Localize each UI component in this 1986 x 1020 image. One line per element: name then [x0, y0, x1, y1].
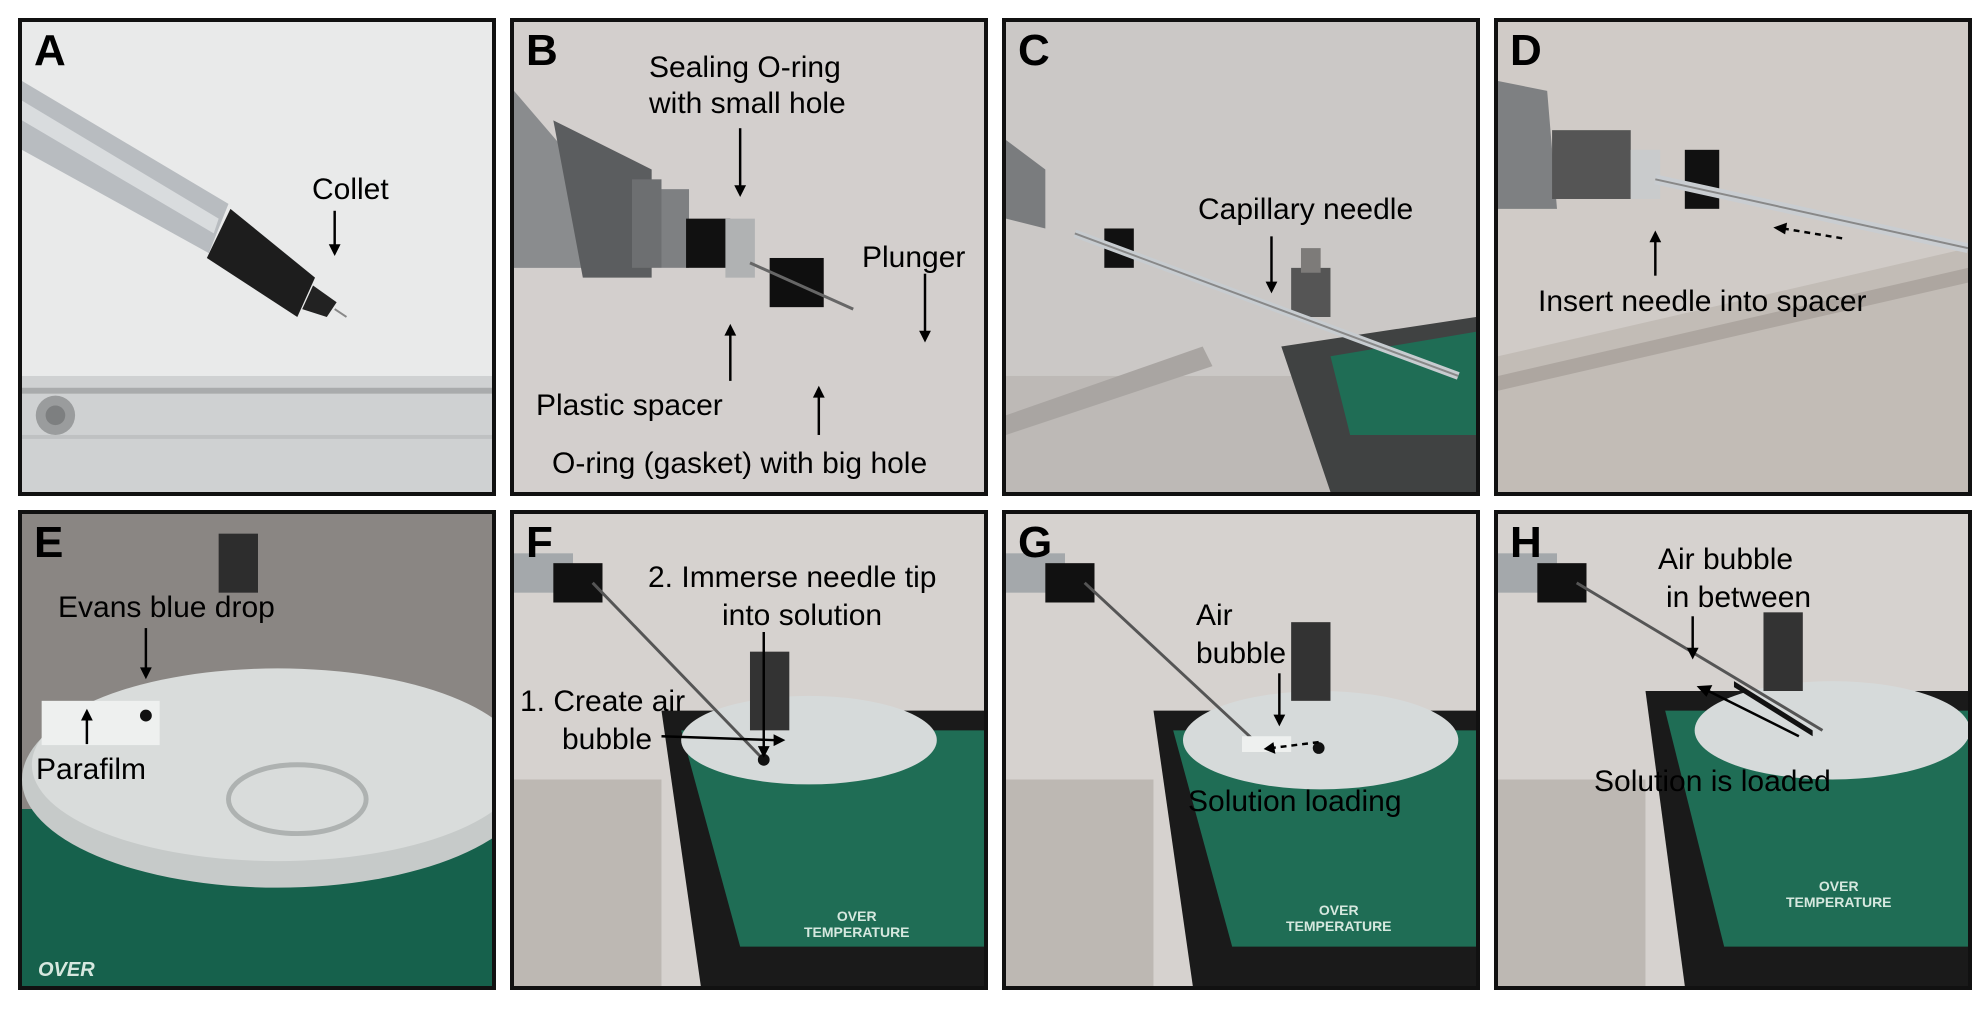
photo-needle-assembly	[514, 22, 984, 492]
label-sealing-o-ring-1: Sealing O-ring	[649, 51, 841, 84]
panel-letter: F	[526, 518, 553, 567]
stamp-over-temperature: OVER TEMPERATURE	[1786, 878, 1892, 910]
label-plastic-spacer: Plastic spacer	[536, 389, 723, 422]
stamp-over-temperature: OVER TEMPERATURE	[804, 908, 910, 940]
label-in-between: in between	[1666, 581, 1812, 614]
label-create-air-1: 1. Create air	[520, 685, 686, 718]
label-evans-blue-drop: Evans blue drop	[58, 591, 275, 624]
label-o-ring-gasket: O-ring (gasket) with big hole	[552, 447, 928, 480]
stamp-over-temperature: OVER TEMPERATURE	[1286, 902, 1392, 934]
panel-a: A Collet	[18, 18, 496, 496]
panel-letter: H	[1510, 518, 1542, 567]
panel-letter: A	[34, 26, 66, 75]
panel-d: D Insert needle into spacer	[1494, 18, 1972, 496]
panel-letter: E	[34, 518, 64, 567]
label-air-bubble: Air bubble	[1658, 543, 1794, 576]
label-insert-needle: Insert needle into spacer	[1538, 285, 1867, 318]
photo-capillary-needle	[1006, 22, 1476, 492]
panel-letter: G	[1018, 518, 1053, 567]
panel-c: C Capillary needle	[1002, 18, 1480, 496]
photo-solution-loaded	[1498, 514, 1968, 986]
panel-b: B Sealing O-ring with small hole Plunger…	[510, 18, 988, 496]
label-solution-loaded: Solution is loaded	[1594, 765, 1831, 798]
label-create-air-2: bubble	[562, 723, 653, 756]
panel-letter: B	[526, 26, 558, 75]
label-bubble: bubble	[1196, 637, 1287, 670]
stamp-over: OVER	[38, 959, 95, 981]
photo-solution-loading	[1006, 514, 1476, 986]
label-solution-loading: Solution loading	[1188, 785, 1402, 818]
label-parafilm: Parafilm	[36, 753, 147, 786]
panel-f: F 2. Immerse needle tip into solution 1.…	[510, 510, 988, 990]
label-sealing-o-ring-2: with small hole	[649, 87, 846, 120]
panel-e: E Evans blue drop Parafilm OVER	[18, 510, 496, 990]
label-immerse-2: into solution	[722, 599, 883, 632]
panel-letter: D	[1510, 26, 1542, 75]
panel-letter: C	[1018, 26, 1050, 75]
panel-h: H Air bubble in between Solution is load…	[1494, 510, 1972, 990]
label-collet: Collet	[312, 173, 389, 206]
photo-collet	[22, 22, 492, 492]
label-capillary-needle: Capillary needle	[1198, 193, 1414, 226]
photo-insert-needle	[1498, 22, 1968, 492]
photo-create-air-bubble	[514, 514, 984, 986]
label-air: Air	[1196, 599, 1233, 632]
label-plunger: Plunger	[862, 241, 966, 274]
panel-g: G Air bubble Solution loading OVER TEMPE…	[1002, 510, 1480, 990]
photo-petri-dish	[22, 514, 492, 986]
label-immerse-1: 2. Immerse needle tip	[648, 561, 937, 594]
